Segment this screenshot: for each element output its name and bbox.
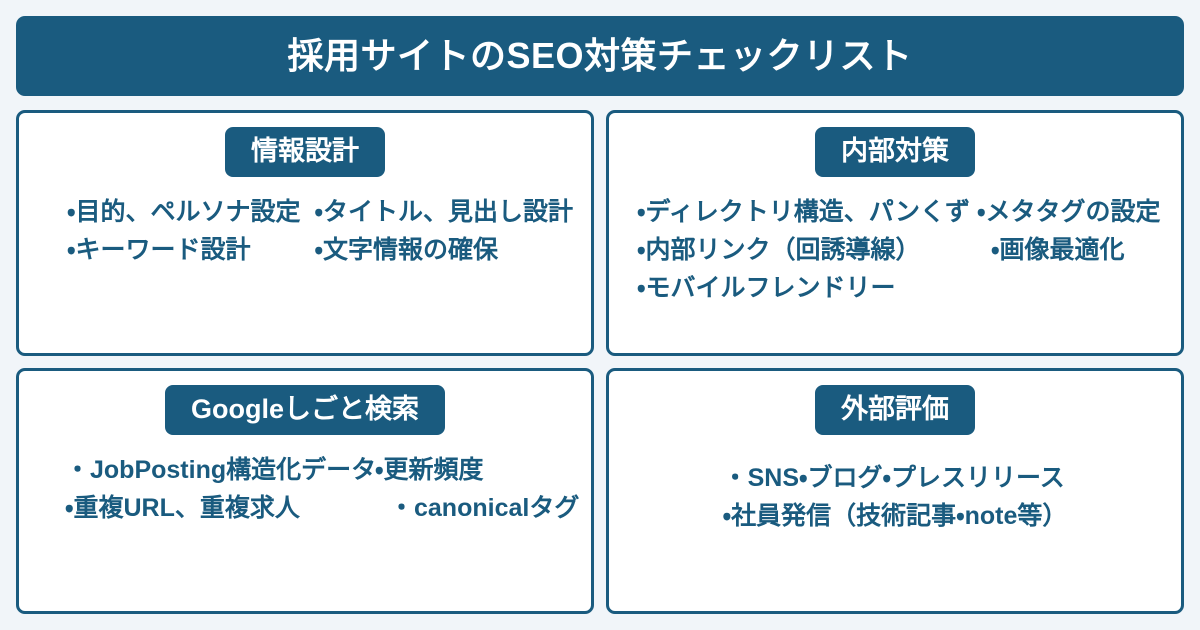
panel-heading: Googleしごと検索	[165, 385, 445, 435]
page-title: 採用サイトのSEO対策チェックリスト	[287, 35, 913, 76]
panel-heading: 外部評価	[815, 385, 975, 435]
list-item: ・内部リンク（回誘導線）	[637, 236, 921, 264]
list-item: ・更新頻度	[375, 456, 484, 484]
panel-heading: 情報設計	[225, 127, 385, 177]
list-item: ・文字情報の確保	[314, 236, 498, 264]
list-item: ・メタタグの設定	[977, 198, 1161, 226]
list-item: ・モバイルフレンドリー	[637, 274, 896, 302]
list-item: ・JobPosting構造化データ	[65, 456, 377, 484]
panel-item-list: ・SNS・ブログ・プレスリリース ・社員発信（技術記事・note等）	[627, 441, 1163, 601]
list-item: ・タイトル、見出し設計	[314, 198, 573, 226]
panel-item-list: ・JobPosting構造化データ ・重複URL、重複求人 ・更新頻度 ・can…	[37, 441, 579, 601]
item-column-left: ・目的、ペルソナ設定 ・キーワード設計	[37, 193, 314, 269]
item-column-right: ・メタタグの設定 ・画像最適化	[977, 193, 1161, 269]
panel-information-design: 情報設計 ・目的、ペルソナ設定 ・キーワード設計 ・タイトル、見出し設計 ・文字…	[16, 110, 594, 356]
list-item: ・目的、ペルソナ設定	[67, 198, 301, 226]
list-item: ・canonicalタグ	[389, 494, 580, 522]
list-item: ・重複URL、重複求人	[65, 494, 300, 522]
panel-external-evaluation: 外部評価 ・SNS・ブログ・プレスリリース ・社員発信（技術記事・note等）	[606, 368, 1184, 614]
panel-internal-measures: 内部対策 ・ディレクトリ構造、パンくず ・内部リンク（回誘導線） ・モバイルフレ…	[606, 110, 1184, 356]
list-item: ・ディレクトリ構造、パンくず	[637, 198, 971, 226]
item-column-right: ・更新頻度 ・canonicalタグ	[375, 451, 579, 527]
item-column-left: ・JobPosting構造化データ ・重複URL、重複求人	[37, 451, 377, 527]
list-item: ・キーワード設計	[67, 236, 251, 264]
list-item: ・SNS・ブログ・プレスリリース	[722, 464, 1065, 492]
item-column-right: ・タイトル、見出し設計 ・文字情報の確保	[314, 193, 573, 269]
panel-heading: 内部対策	[815, 127, 975, 177]
item-column-left: ・SNS・ブログ・プレスリリース ・社員発信（技術記事・note等）	[723, 459, 1068, 535]
list-item: ・画像最適化	[991, 236, 1125, 264]
title-banner: 採用サイトのSEO対策チェックリスト	[16, 16, 1184, 96]
item-column-left: ・ディレクトリ構造、パンくず ・内部リンク（回誘導線） ・モバイルフレンドリー	[627, 193, 977, 307]
panel-google-job-search: Googleしごと検索 ・JobPosting構造化データ ・重複URL、重複求…	[16, 368, 594, 614]
panel-item-list: ・目的、ペルソナ設定 ・キーワード設計 ・タイトル、見出し設計 ・文字情報の確保	[37, 183, 573, 343]
list-item: ・社員発信（技術記事・note等）	[722, 502, 1068, 530]
panel-item-list: ・ディレクトリ構造、パンくず ・内部リンク（回誘導線） ・モバイルフレンドリー …	[627, 183, 1163, 343]
panel-grid: 情報設計 ・目的、ペルソナ設定 ・キーワード設計 ・タイトル、見出し設計 ・文字…	[16, 110, 1184, 614]
